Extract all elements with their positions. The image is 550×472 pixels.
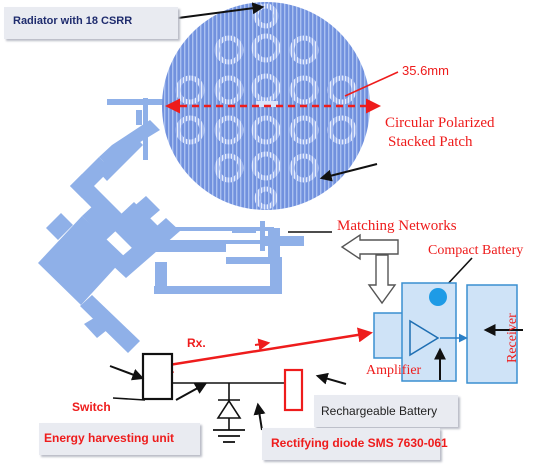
amplifier-small-block: [373, 312, 407, 359]
switch-box: [141, 352, 174, 401]
diode-pointer: [253, 402, 266, 431]
energy-label: Energy harvesting unit: [44, 431, 175, 445]
battery-pointer-2: [315, 372, 347, 385]
matching-label: Matching Networks: [337, 218, 457, 234]
dimension-callout: [344, 71, 399, 97]
diode-label: Rectifying diode SMS 7630-061: [271, 436, 448, 450]
radiator-label: Radiator with 18 CSRR: [13, 15, 133, 27]
switch-lead: [109, 365, 145, 381]
switch-label: Switch: [72, 400, 111, 414]
rx-signal-tick: [254, 338, 271, 351]
energy-tag: [39, 423, 200, 455]
receiver-label: Receiver: [505, 313, 520, 363]
switch-label-pointer: [112, 397, 146, 401]
energy-pointer: [175, 382, 208, 401]
radiator-pointer: [177, 2, 265, 19]
amplifier-triangle: [409, 319, 440, 357]
dimension-label: 35.6mm: [402, 63, 449, 78]
patch-label-line2: Stacked Patch: [388, 134, 473, 150]
rx-label: Rx.: [187, 336, 206, 350]
rechargeable-battery-symbol: [283, 368, 304, 412]
patch-label-line1: Circular Polarized: [385, 115, 495, 131]
rx-signal-line: [149, 327, 373, 370]
hollow-arrow-down: [367, 254, 397, 305]
patch-pointer: [319, 163, 378, 182]
compact-battery-label: Compact Battery: [428, 243, 524, 258]
rechargeable-tag: [314, 395, 458, 427]
hollow-arrow-left: [340, 233, 399, 261]
rechargeable-label: Rechargeable Battery: [321, 404, 438, 418]
diode-tag: [262, 428, 440, 460]
diode-triangle: [216, 399, 242, 419]
compact-battery-dot: [429, 288, 447, 306]
amplifier-label: Amplifier: [366, 363, 422, 378]
radiator-tag: [4, 7, 178, 39]
feed-network: [38, 98, 304, 353]
